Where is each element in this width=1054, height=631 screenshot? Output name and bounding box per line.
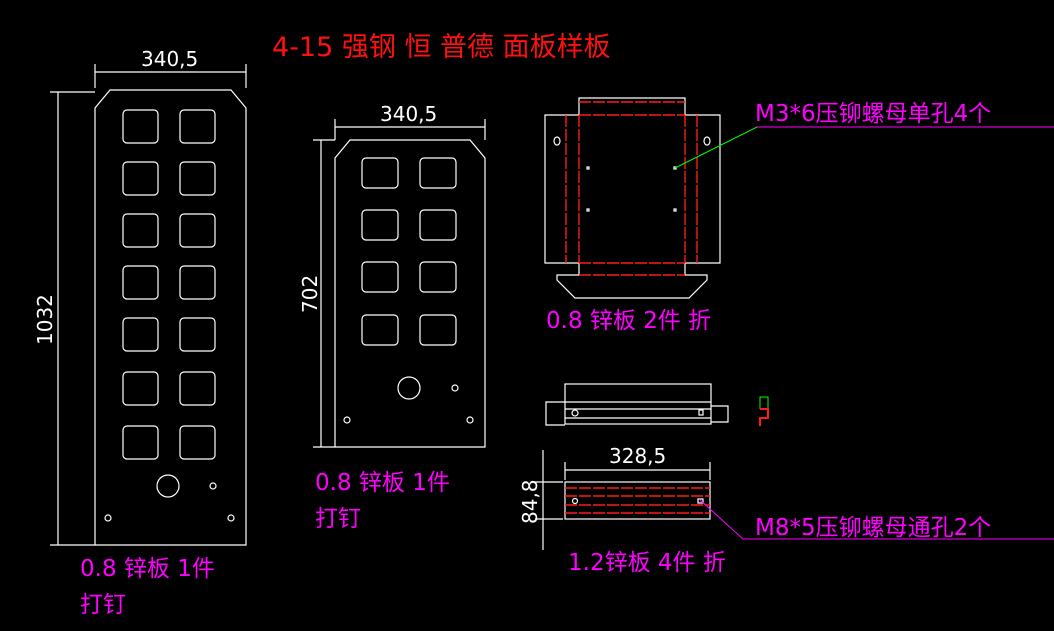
rect-cutout [122,425,159,460]
panel-3-outline [544,97,721,299]
panel-1-round-hole [156,474,180,498]
panel-5: 328,5 84,8 M8*5压铆螺母通孔2个 1.2锌板 4件 折 [518,444,1054,576]
dimension-text: 702 [298,275,322,313]
panel-5-outline [564,481,711,520]
rect-cutout [361,157,399,189]
panel-2-width-dimension: 340,5 [334,102,486,140]
panel-3: M3*6压铆螺母单孔4个 0.8 锌板 2件 折 [544,97,1054,334]
rect-cutout [419,314,457,346]
panel-3-hole [703,136,711,146]
panel-5-height-dimension: 84,8 [518,450,563,550]
panel-1-height-dimension: 1032 [33,91,95,546]
rect-cutout [122,161,159,196]
panel-1: 340,5 1032 0.8 锌板 1件 打钉 [33,47,247,618]
panel-2-height-dimension: 702 [298,139,335,448]
rivet-nut-hole [586,208,590,212]
rect-cutout [122,109,159,144]
panel-1-small-hole [104,514,112,522]
panel-1-width-dimension: 340,5 [94,47,247,88]
dimension-text: 1032 [33,294,57,345]
panel-5-label: 1.2锌板 4件 折 [568,550,726,576]
rect-cutout [419,157,457,189]
dimension-text: 84,8 [518,479,542,524]
rect-cutout [419,261,457,293]
panel-4-side-view [545,383,769,426]
panel-3-bend-lines [565,101,698,276]
panel-2: 340,5 702 0.8 锌板 1件 打钉 [298,102,486,532]
panel-2-small-hole [451,384,459,392]
dimension-text: 340,5 [141,47,198,71]
rect-cutout [122,213,159,248]
rect-cutout [419,209,457,241]
panel-5-width-dimension: 328,5 [564,444,711,480]
profile-icon [759,396,769,409]
panel-2-label: 0.8 锌板 1件 [315,470,450,496]
rivet-nut-hole [673,208,677,212]
rect-cutout [179,265,216,300]
rect-cutout [179,425,216,460]
rect-cutout [179,161,216,196]
rivet-nut-hole [586,166,590,170]
panel-1-cutouts [122,109,216,460]
panel-3-label: 0.8 锌板 2件 折 [546,308,711,334]
rect-cutout [122,265,159,300]
panel-1-outline [94,89,247,546]
rect-cutout [179,371,216,406]
panel-2-outline [334,139,486,448]
rect-cutout [179,109,216,144]
panel-1-note: 打钉 [80,592,126,618]
rect-cutout [361,261,399,293]
callout-leader [699,499,1054,540]
drawing-title: 4-15 强钢 恒 普德 面板样板 [272,32,611,63]
rect-cutout [122,317,159,352]
panel-2-round-hole [397,376,421,400]
panel-3-hole [553,136,561,146]
panel-2-small-hole [343,416,351,424]
panel-1-small-hole [209,482,217,490]
rect-cutout [179,317,216,352]
callout-leader [674,126,1054,169]
panel-2-small-hole [466,416,474,424]
rect-cutout [361,209,399,241]
rect-cutout [179,213,216,248]
panel-2-note: 打钉 [315,506,361,532]
dimension-text: 340,5 [380,102,437,126]
panel-5-callout: M8*5压铆螺母通孔2个 [755,515,991,541]
panel-1-small-hole [227,514,235,522]
panel-3-callout: M3*6压铆螺母单孔4个 [755,101,991,127]
rect-cutout [361,314,399,346]
dimension-text: 328,5 [609,444,666,468]
panel-2-cutouts [361,157,457,346]
panel-1-label: 0.8 锌板 1件 [80,556,215,582]
rect-cutout [122,371,159,406]
